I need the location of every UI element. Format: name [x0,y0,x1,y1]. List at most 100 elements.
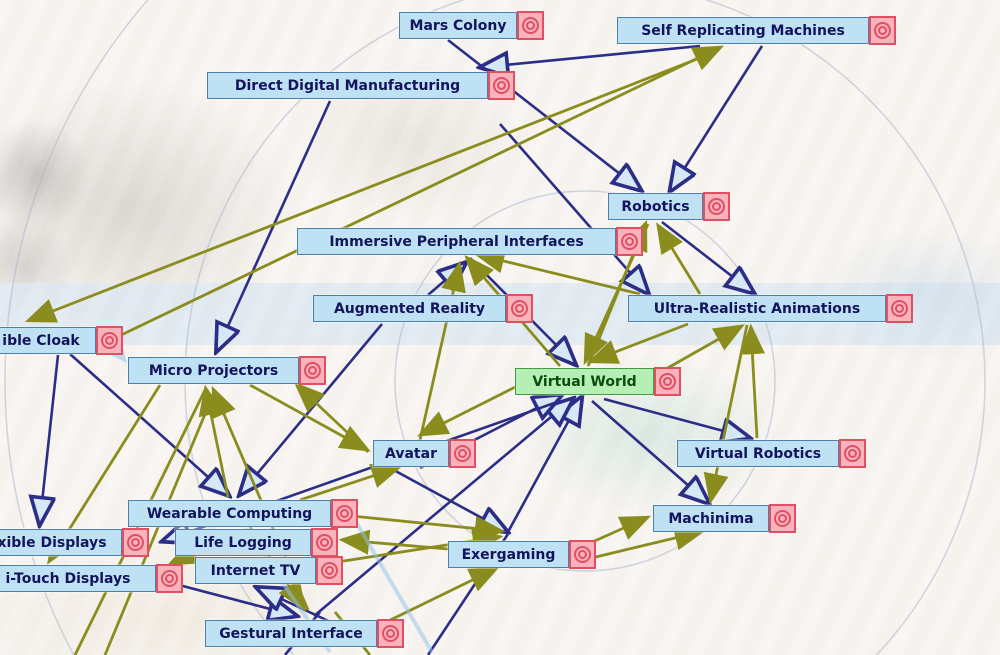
node-label: Micro Projectors [148,362,279,379]
life-logging-target-icon[interactable] [311,528,338,557]
node-label: Immersive Peripheral Interfaces [329,233,584,250]
augmented-reality-target-icon[interactable] [506,294,533,323]
wearable-computing-target-icon[interactable] [331,499,358,528]
target-icon-rings [454,445,471,462]
node-label: Self Replicating Machines [641,22,845,39]
node-label: Robotics [621,198,690,215]
target-icon-rings [493,77,510,94]
node-label: Direct Digital Manufacturing [234,77,461,94]
target-icon-rings [161,570,178,587]
node-ultra-realistic-animations[interactable]: Ultra-Realistic Animations [628,295,886,322]
node-label: Gestural Interface [219,625,363,642]
target-icon-inner-ring [497,81,506,90]
node-label: Ultra-Realistic Animations [653,300,861,317]
immersive-peripheral-interfaces-target-icon[interactable] [616,227,643,256]
target-icon-rings [382,625,399,642]
node-virtual-world[interactable]: Virtual World [515,368,654,395]
node-label: Mars Colony [409,17,507,34]
node-immersive-peripheral-interfaces[interactable]: Immersive Peripheral Interfaces [297,228,616,255]
node-wearable-computing[interactable]: Wearable Computing [128,500,331,527]
target-icon-inner-ring [578,550,587,559]
node-gestural-interface[interactable]: Gestural Interface [205,620,377,647]
node-label: Virtual World [532,373,637,390]
robotics-target-icon[interactable] [703,192,730,221]
self-replicating-machines-target-icon[interactable] [869,16,896,45]
ible-cloak-target-icon[interactable] [96,326,123,355]
target-icon-rings [304,362,321,379]
node-internet-tv[interactable]: Internet TV [195,557,316,584]
background-photo-blob [0,120,90,230]
exergaming-target-icon[interactable] [569,540,596,569]
node-label: Machinima [668,510,754,527]
target-icon-inner-ring [340,509,349,518]
node-self-replicating-machines[interactable]: Self Replicating Machines [617,17,869,44]
node-label: Avatar [385,445,437,462]
node-label: Virtual Robotics [694,445,822,462]
target-icon-rings [659,373,676,390]
node-label: Life Logging [194,534,292,551]
node-machinima[interactable]: Machinima [653,505,769,532]
target-icon-rings [891,300,908,317]
target-icon-rings [708,198,725,215]
i-touch-displays-target-icon[interactable] [156,564,183,593]
target-icon-rings [574,546,591,563]
avatar-target-icon[interactable] [449,439,476,468]
target-icon-inner-ring [165,574,174,583]
xible-displays-target-icon[interactable] [122,528,149,557]
node-direct-digital-manufacturing[interactable]: Direct Digital Manufacturing [207,72,488,99]
target-icon-inner-ring [458,449,467,458]
target-icon-inner-ring [515,304,524,313]
node-life-logging[interactable]: Life Logging [175,529,311,556]
node-robotics[interactable]: Robotics [608,193,703,220]
target-icon-rings [321,562,338,579]
target-icon-rings [127,534,144,551]
target-icon-inner-ring [712,202,721,211]
target-icon-inner-ring [105,336,114,345]
target-icon-inner-ring [895,304,904,313]
background-photo-blob [0,80,290,340]
node-label: Augmented Reality [333,300,486,317]
node-avatar[interactable]: Avatar [373,440,449,467]
target-icon-rings [874,22,891,39]
gestural-interface-target-icon[interactable] [377,619,404,648]
node-label: Internet TV [210,562,301,579]
target-icon-rings [511,300,528,317]
node-virtual-robotics[interactable]: Virtual Robotics [677,440,839,467]
node-augmented-reality[interactable]: Augmented Reality [313,295,506,322]
target-icon-inner-ring [325,566,334,575]
target-icon-inner-ring [848,449,857,458]
target-icon-inner-ring [386,629,395,638]
node-label: xible Displays [0,534,107,551]
virtual-world-target-icon[interactable] [654,367,681,396]
target-icon-inner-ring [625,237,634,246]
target-icon-inner-ring [778,514,787,523]
target-icon-rings [336,505,353,522]
micro-projectors-target-icon[interactable] [299,356,326,385]
target-icon-rings [621,233,638,250]
node-micro-projectors[interactable]: Micro Projectors [128,357,299,384]
machinima-target-icon[interactable] [769,504,796,533]
internet-tv-target-icon[interactable] [316,556,343,585]
direct-digital-manufacturing-target-icon[interactable] [488,71,515,100]
node-mars-colony[interactable]: Mars Colony [399,12,517,39]
node-i-touch-displays[interactable]: i-Touch Displays [0,565,156,592]
virtual-robotics-target-icon[interactable] [839,439,866,468]
target-icon-inner-ring [320,538,329,547]
target-icon-inner-ring [131,538,140,547]
node-label: ible Cloak [2,332,80,349]
node-label: Exergaming [461,546,556,563]
target-icon-rings [844,445,861,462]
ultra-realistic-animations-target-icon[interactable] [886,294,913,323]
background-photo-blob [0,215,70,315]
target-icon-rings [522,17,539,34]
node-xible-displays[interactable]: xible Displays [0,529,122,556]
target-icon-inner-ring [878,26,887,35]
target-icon-rings [774,510,791,527]
target-icon-inner-ring [663,377,672,386]
node-ible-cloak[interactable]: ible Cloak [0,327,96,354]
target-icon-inner-ring [526,21,535,30]
mars-colony-target-icon[interactable] [517,11,544,40]
node-exergaming[interactable]: Exergaming [448,541,569,568]
node-label: i-Touch Displays [5,570,131,587]
